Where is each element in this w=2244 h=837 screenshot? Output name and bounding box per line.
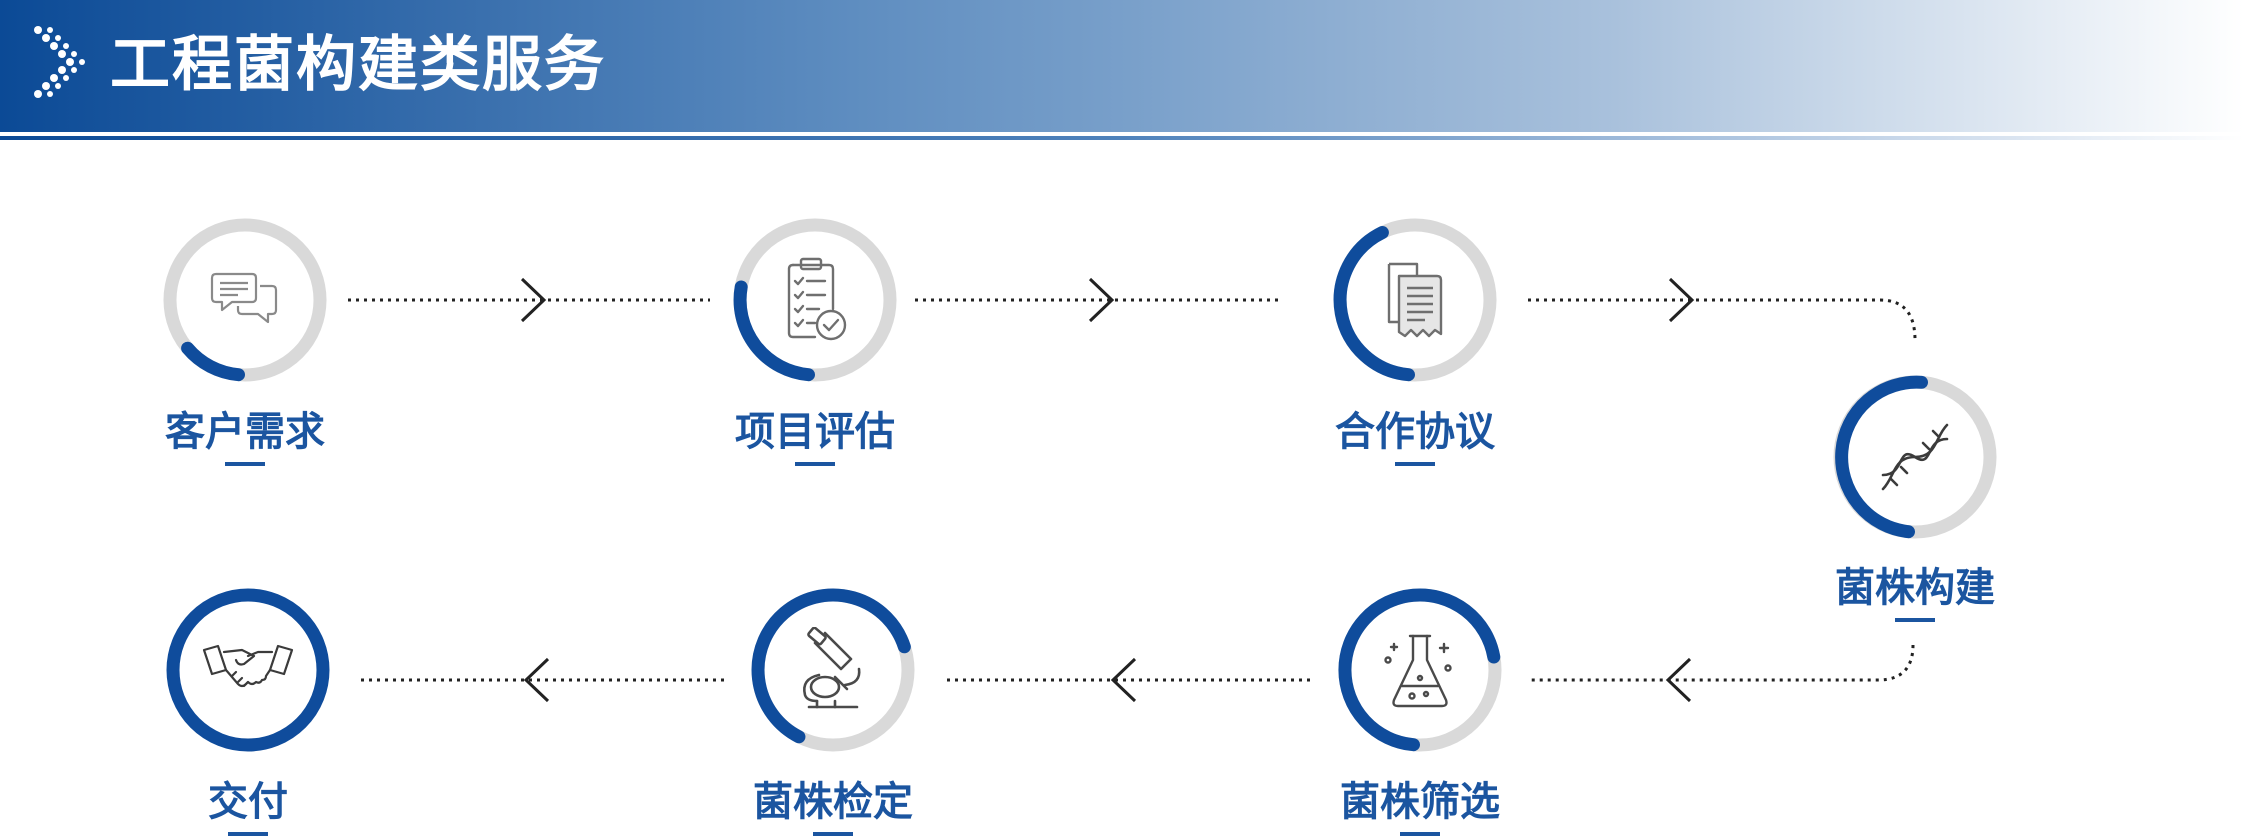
progress-ring — [1333, 218, 1497, 382]
arrow-right-icon — [1088, 277, 1115, 323]
dna-helix-icon — [1881, 423, 1949, 491]
flask-icon — [1384, 634, 1452, 708]
chat-bubbles-icon — [210, 272, 278, 324]
arrow-left-icon — [1110, 657, 1137, 703]
step-label: 合作协议 — [1335, 409, 1495, 455]
progress-ring — [733, 218, 897, 382]
step-label: 菌株构建 — [1835, 565, 1995, 611]
step-label: 项目评估 — [735, 409, 895, 455]
step-node-strain-identification — [738, 575, 928, 765]
step-node-strain-screening — [1325, 575, 1515, 765]
label-underline — [225, 462, 265, 466]
step-node-customer-requirements — [150, 205, 340, 395]
step-label: 菌株检定 — [753, 779, 913, 825]
step-label: 客户需求 — [165, 409, 325, 455]
step-label: 交付 — [208, 779, 288, 825]
step-node-strain-construction — [1820, 362, 2010, 552]
documents-icon — [1387, 262, 1443, 338]
arrow-right-icon — [520, 277, 547, 323]
step-label: 菌株筛选 — [1340, 779, 1500, 825]
progress-ring — [1338, 588, 1502, 752]
connector-3-4 — [1528, 298, 1917, 341]
step-node-delivery — [153, 575, 343, 765]
step-node-cooperation-agreement — [1320, 205, 1510, 395]
header-divider — [0, 136, 2244, 140]
step-node-project-assessment — [720, 205, 910, 395]
microscope-icon — [803, 627, 861, 709]
progress-ring — [751, 588, 915, 752]
label-underline — [813, 832, 853, 836]
label-underline — [1395, 462, 1435, 466]
progress-ring — [1833, 375, 1997, 539]
label-underline — [1400, 832, 1440, 836]
label-underline — [228, 832, 268, 836]
connector-4-5 — [1528, 644, 1915, 682]
handshake-icon — [202, 644, 294, 688]
progress-ring — [166, 588, 330, 752]
arrow-left-icon — [523, 657, 550, 703]
label-underline — [1895, 618, 1935, 622]
chevron-right-icon — [34, 26, 85, 98]
arrow-right-icon — [1668, 277, 1695, 323]
checklist-clipboard-icon — [787, 257, 847, 341]
arrow-left-icon — [1665, 657, 1692, 703]
header-banner: 工程菌构建类服务 — [0, 0, 2244, 132]
page-title: 工程菌构建类服务 — [110, 30, 606, 100]
label-underline — [795, 462, 835, 466]
progress-ring — [163, 218, 327, 382]
